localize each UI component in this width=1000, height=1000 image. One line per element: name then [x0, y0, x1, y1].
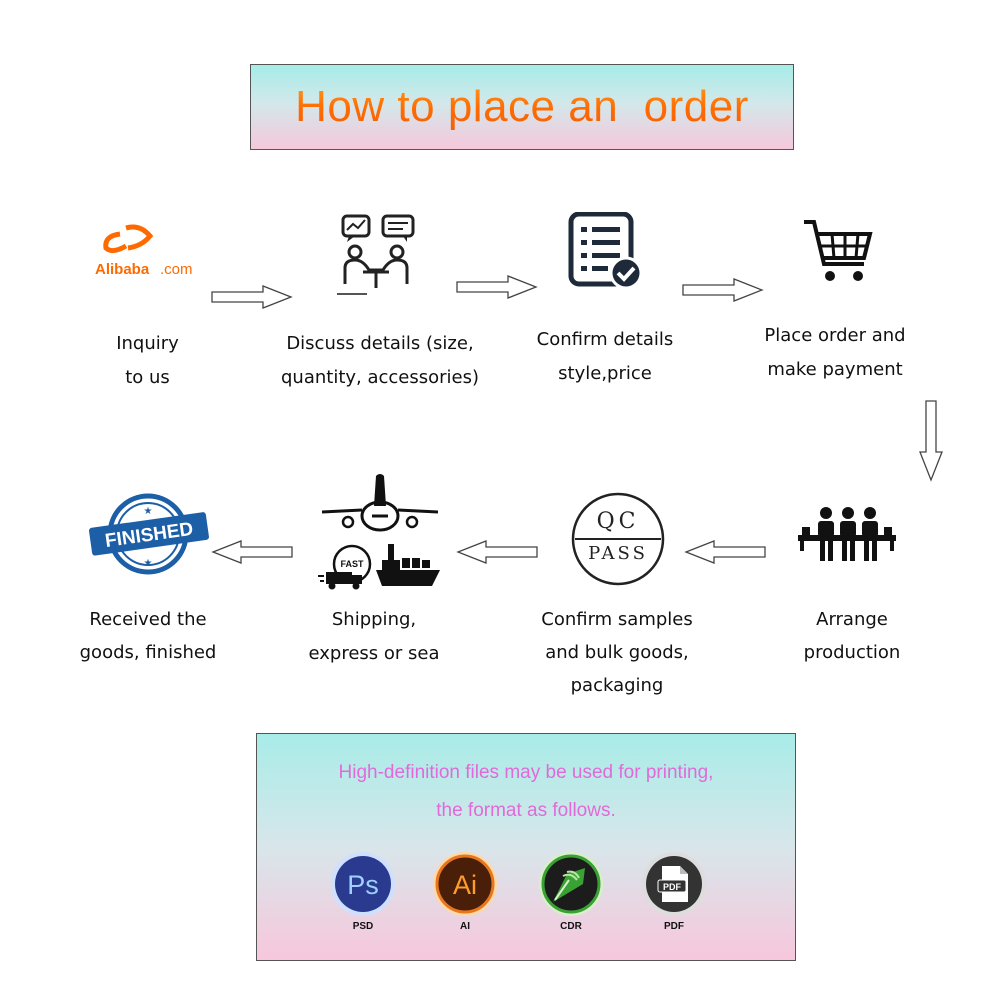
step-label-confirm-details: Confirm details style,price [515, 323, 695, 391]
step-label-line: Arrange [816, 609, 888, 630]
step-label-line: goods, finished [79, 642, 217, 663]
files-line-1: High-definition files may be used for pr… [338, 762, 714, 783]
step-label-shipping: Shipping, express or sea [284, 603, 464, 671]
coreldraw-icon [539, 852, 603, 916]
step-label-line: production [803, 642, 901, 663]
step-label-line: make payment [767, 359, 903, 380]
pdf-icon: PDF [642, 852, 706, 916]
qc-stamp-top-text: QC [597, 509, 640, 534]
step-label-production: Arrange production [772, 603, 932, 669]
shopping-cart-icon [804, 220, 873, 281]
step-label-line: Shipping, [331, 609, 417, 630]
format-label-psd: PSD [352, 921, 374, 932]
illustrator-icon: Ai [433, 852, 497, 916]
cargo-ship-icon [376, 544, 440, 586]
airplane-icon [321, 474, 439, 532]
step-label-place-order: Place order and make payment [745, 319, 925, 387]
flow-arrow-right [682, 278, 764, 302]
step-label-inquiry: Inquiry to us [60, 327, 235, 395]
alibaba-logo-icon: Alibaba .com [95, 224, 193, 278]
checklist-icon [568, 212, 643, 290]
file-formats-panel: High-definition files may be used for pr… [256, 733, 796, 961]
format-label-cdr: CDR [560, 921, 582, 932]
step-label-line: express or sea [308, 643, 440, 664]
step-label-line: Received the [89, 609, 207, 630]
alibaba-logo-text: Alibaba [95, 261, 150, 278]
flow-arrow-right [211, 285, 293, 309]
shipping-plane-truck-ship-icon: FAST [318, 474, 440, 590]
production-workers-icon [798, 507, 896, 561]
step-label-line: to us [125, 367, 170, 388]
title-banner: How to place an order [250, 64, 794, 150]
step-label-confirm-samples: Confirm samples and bulk goods, packagin… [522, 603, 712, 702]
step-label-line: style,price [558, 363, 652, 384]
step-label-line: packaging [570, 675, 664, 696]
flow-arrow-right [456, 275, 538, 299]
step-label-line: and bulk goods, [545, 642, 689, 663]
alibaba-logo-suffix: .com [160, 261, 193, 278]
format-label-pdf: PDF [664, 921, 684, 932]
files-line-2: the format as follows. [436, 800, 616, 821]
step-label-line: quantity, accessories) [280, 367, 480, 388]
fast-badge-text: FAST [340, 559, 364, 569]
flow-arrow-left [684, 540, 766, 564]
page-title: How to place an order [295, 82, 749, 131]
finished-stamp-icon: FINISHED ★ ★ [89, 493, 209, 575]
qc-pass-stamp-icon: QC PASS [571, 492, 665, 586]
svg-text:★: ★ [144, 506, 153, 517]
step-label-received: Received the goods, finished [58, 603, 238, 669]
flow-arrow-down [919, 400, 943, 482]
svg-text:★: ★ [144, 558, 153, 569]
illustrator-icon-text: Ai [453, 870, 477, 900]
step-label-line: Confirm details [536, 329, 674, 350]
step-label-line: Place order and [764, 325, 906, 346]
flow-arrow-left [456, 540, 538, 564]
step-label-line: Discuss details (size, [286, 333, 474, 354]
pdf-icon-text: PDF [663, 882, 682, 892]
format-label-ai: AI [460, 921, 470, 932]
photoshop-icon-text: Ps [347, 870, 379, 900]
flow-arrow-left [211, 540, 293, 564]
photoshop-icon: Ps [331, 852, 395, 916]
step-label-discuss: Discuss details (size, quantity, accesso… [270, 327, 490, 395]
qc-stamp-bottom-text: PASS [588, 543, 648, 564]
step-label-line: Confirm samples [541, 609, 693, 630]
fast-truck-icon: FAST [318, 544, 372, 590]
meeting-discussion-icon [337, 214, 415, 295]
step-label-line: Inquiry [116, 333, 179, 354]
